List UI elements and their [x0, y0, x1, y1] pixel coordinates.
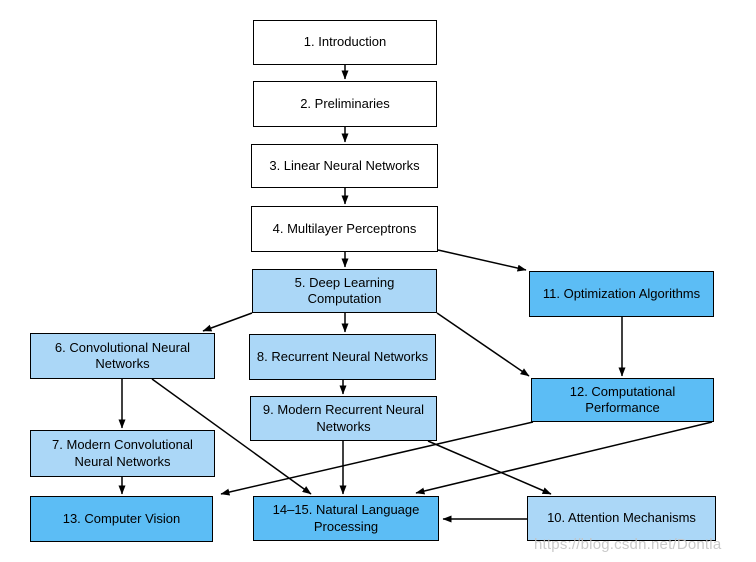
node-ch5: 5. Deep Learning Computation	[252, 269, 437, 313]
node-ch13: 13. Computer Vision	[30, 496, 213, 542]
edge-ch5-ch12	[436, 312, 530, 377]
node-ch11: 11. Optimization Algorithms	[529, 271, 714, 317]
node-ch10: 10. Attention Mechanisms	[527, 496, 716, 541]
node-ch2: 2. Preliminaries	[253, 81, 437, 127]
node-ch14: 14–15. Natural Language Processing	[253, 496, 439, 541]
edge-ch9-ch10	[427, 440, 552, 495]
watermark-text: https://blog.csdn.net/Dontla	[534, 536, 722, 553]
node-ch1: 1. Introduction	[253, 20, 437, 65]
node-ch8: 8. Recurrent Neural Networks	[249, 334, 436, 380]
edge-ch4-ch11	[437, 249, 527, 272]
node-ch6: 6. Convolutional Neural Networks	[30, 333, 215, 379]
node-ch9: 9. Modern Recurrent Neural Networks	[250, 396, 437, 441]
node-ch4: 4. Multilayer Perceptrons	[251, 206, 438, 252]
edge-ch5-ch6	[202, 312, 253, 332]
edge-ch6-ch14	[151, 378, 312, 495]
edge-ch12-ch14	[415, 421, 713, 495]
node-ch7: 7. Modern Convolutional Neural Networks	[30, 430, 215, 477]
edge-ch12-ch13	[220, 421, 534, 496]
node-ch12: 12. Computational Performance	[531, 378, 714, 422]
node-ch3: 3. Linear Neural Networks	[251, 144, 438, 188]
